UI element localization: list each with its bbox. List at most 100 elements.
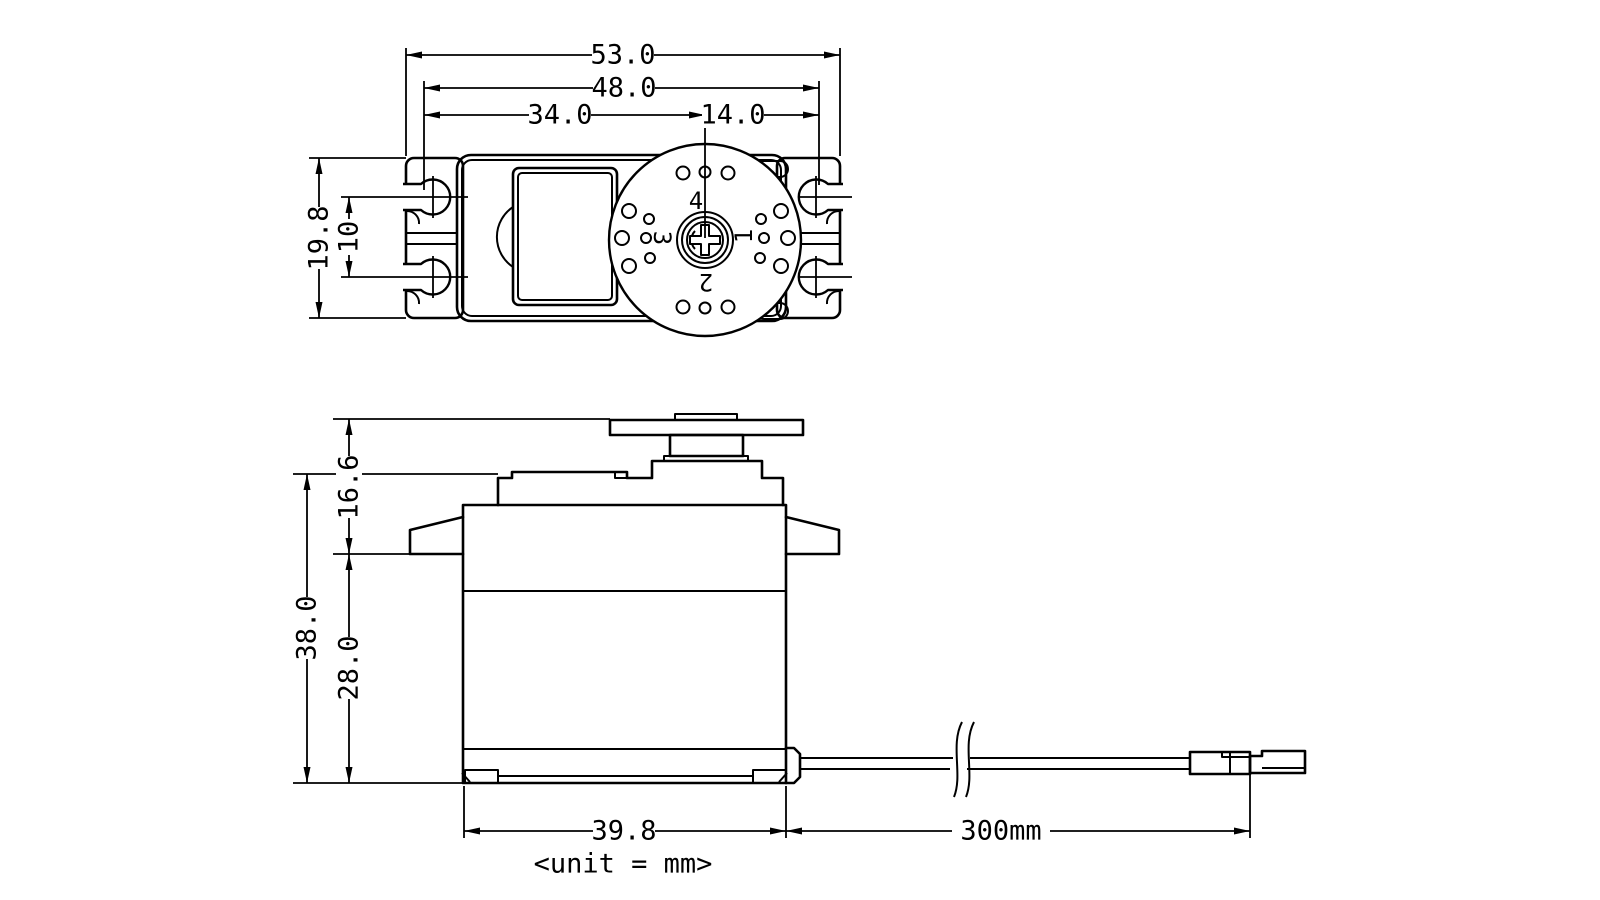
arrowhead [689,111,705,119]
dim-300mm-label: 300mm [960,816,1041,847]
horn-screw-head [674,413,738,421]
horn-number-3: 3 [648,231,676,245]
cable-strain-relief [784,746,802,785]
connector [1188,749,1307,776]
phillips-screw-icon [689,224,721,256]
arrowhead [803,111,819,119]
dim-28-group: 28.0 [334,635,365,700]
horn-hole [644,252,656,264]
dim-19-8-label: 19.8 [304,205,335,270]
dim-16-6-label: 16.6 [334,454,365,519]
slot-lip [825,289,841,305]
horn-hole [614,230,630,246]
horn-hole [773,258,789,274]
connector-plug [1248,749,1307,775]
horn-hole [754,252,766,264]
mount-flange-left [408,515,465,556]
label-mask [306,207,332,269]
label-mask [336,456,362,518]
connector-notch [1221,752,1250,758]
horn-hole [758,232,770,244]
label-mask [336,637,362,699]
dim-28-label: 28.0 [334,635,365,700]
label-mask [592,42,654,68]
horn-hole [698,301,712,315]
arrowhead [303,767,311,783]
case-outline [461,503,788,785]
horn-number-2: 2 [699,268,713,296]
horn-number-4: 4 [689,187,703,215]
arrowhead [803,84,819,92]
label-plate-inner [517,172,613,301]
dim-16-6-group: 16.6 [334,454,365,519]
side-view-dimensions: 38.0 16.6 28.0 39.8 [292,418,1251,847]
horn-hole [675,299,691,315]
cable-assembly [800,721,1307,798]
horn-hole [621,203,637,219]
mounting-slots [341,176,852,305]
arrowhead [786,827,802,835]
slot-lip [825,209,841,225]
horn-hole [640,232,652,244]
arrowhead [1234,827,1250,835]
dim-10-label: 10 [334,221,365,254]
label-mask [952,818,1050,844]
label-mask [702,102,764,128]
top-view-dimensions: 53.0 48.0 34.0 14.0 19.8 [304,40,841,319]
dim-48-label: 48.0 [591,73,656,104]
arrowhead [424,111,440,119]
dim-19-8-group: 19.8 [304,205,335,270]
label-mask [336,219,362,255]
arrowhead [315,302,323,318]
arrowhead [345,261,353,277]
dim-39-8-label: 39.8 [591,816,656,847]
dim-53-label: 53.0 [590,40,655,71]
arrowhead [345,767,353,783]
arrowhead [345,538,353,554]
top-cap [496,459,785,507]
cap-notch [614,471,628,479]
arrowhead [345,554,353,570]
horn-hole [720,299,736,315]
side-view: 38.0 16.6 28.0 39.8 [292,413,1307,847]
horn-hole [755,213,767,225]
arrowhead [770,827,786,835]
horn-plate-side [608,418,805,437]
dim-10-group: 10 [334,219,365,255]
horn-hole [773,203,789,219]
arrowhead [824,51,840,59]
dim-38-group: 38.0 [292,595,323,660]
horn-hole [675,165,691,181]
slot-lip [405,289,421,305]
horn-holes [614,165,796,315]
arrowhead [345,197,353,213]
horn-number-1: 1 [730,229,758,243]
arrowhead [424,84,440,92]
arrowhead [303,474,311,490]
bottom-foot [752,769,787,784]
connector-housing [1188,750,1252,776]
break-symbol [953,721,963,798]
output-shaft [668,433,745,458]
dim-38-label: 38.0 [292,595,323,660]
arrowhead [345,419,353,435]
bottom-chamfer [778,772,788,783]
arrowhead [464,827,480,835]
horn-hole [720,165,736,181]
horn-hole [780,230,796,246]
motor-arc [495,206,514,268]
label-mask [593,818,655,844]
unit-note: <unit = mm> [534,849,713,880]
arrowhead [315,158,323,174]
slot-lip [405,209,421,225]
top-view: 4 1 2 3 [304,40,852,338]
label-mask [529,102,591,128]
bottom-chamfer [461,772,471,783]
servo-body-side [408,413,841,785]
label-plate [511,166,619,307]
horn-hole [643,213,655,225]
break-symbol [965,721,975,798]
dim-14-label: 14.0 [700,100,765,131]
